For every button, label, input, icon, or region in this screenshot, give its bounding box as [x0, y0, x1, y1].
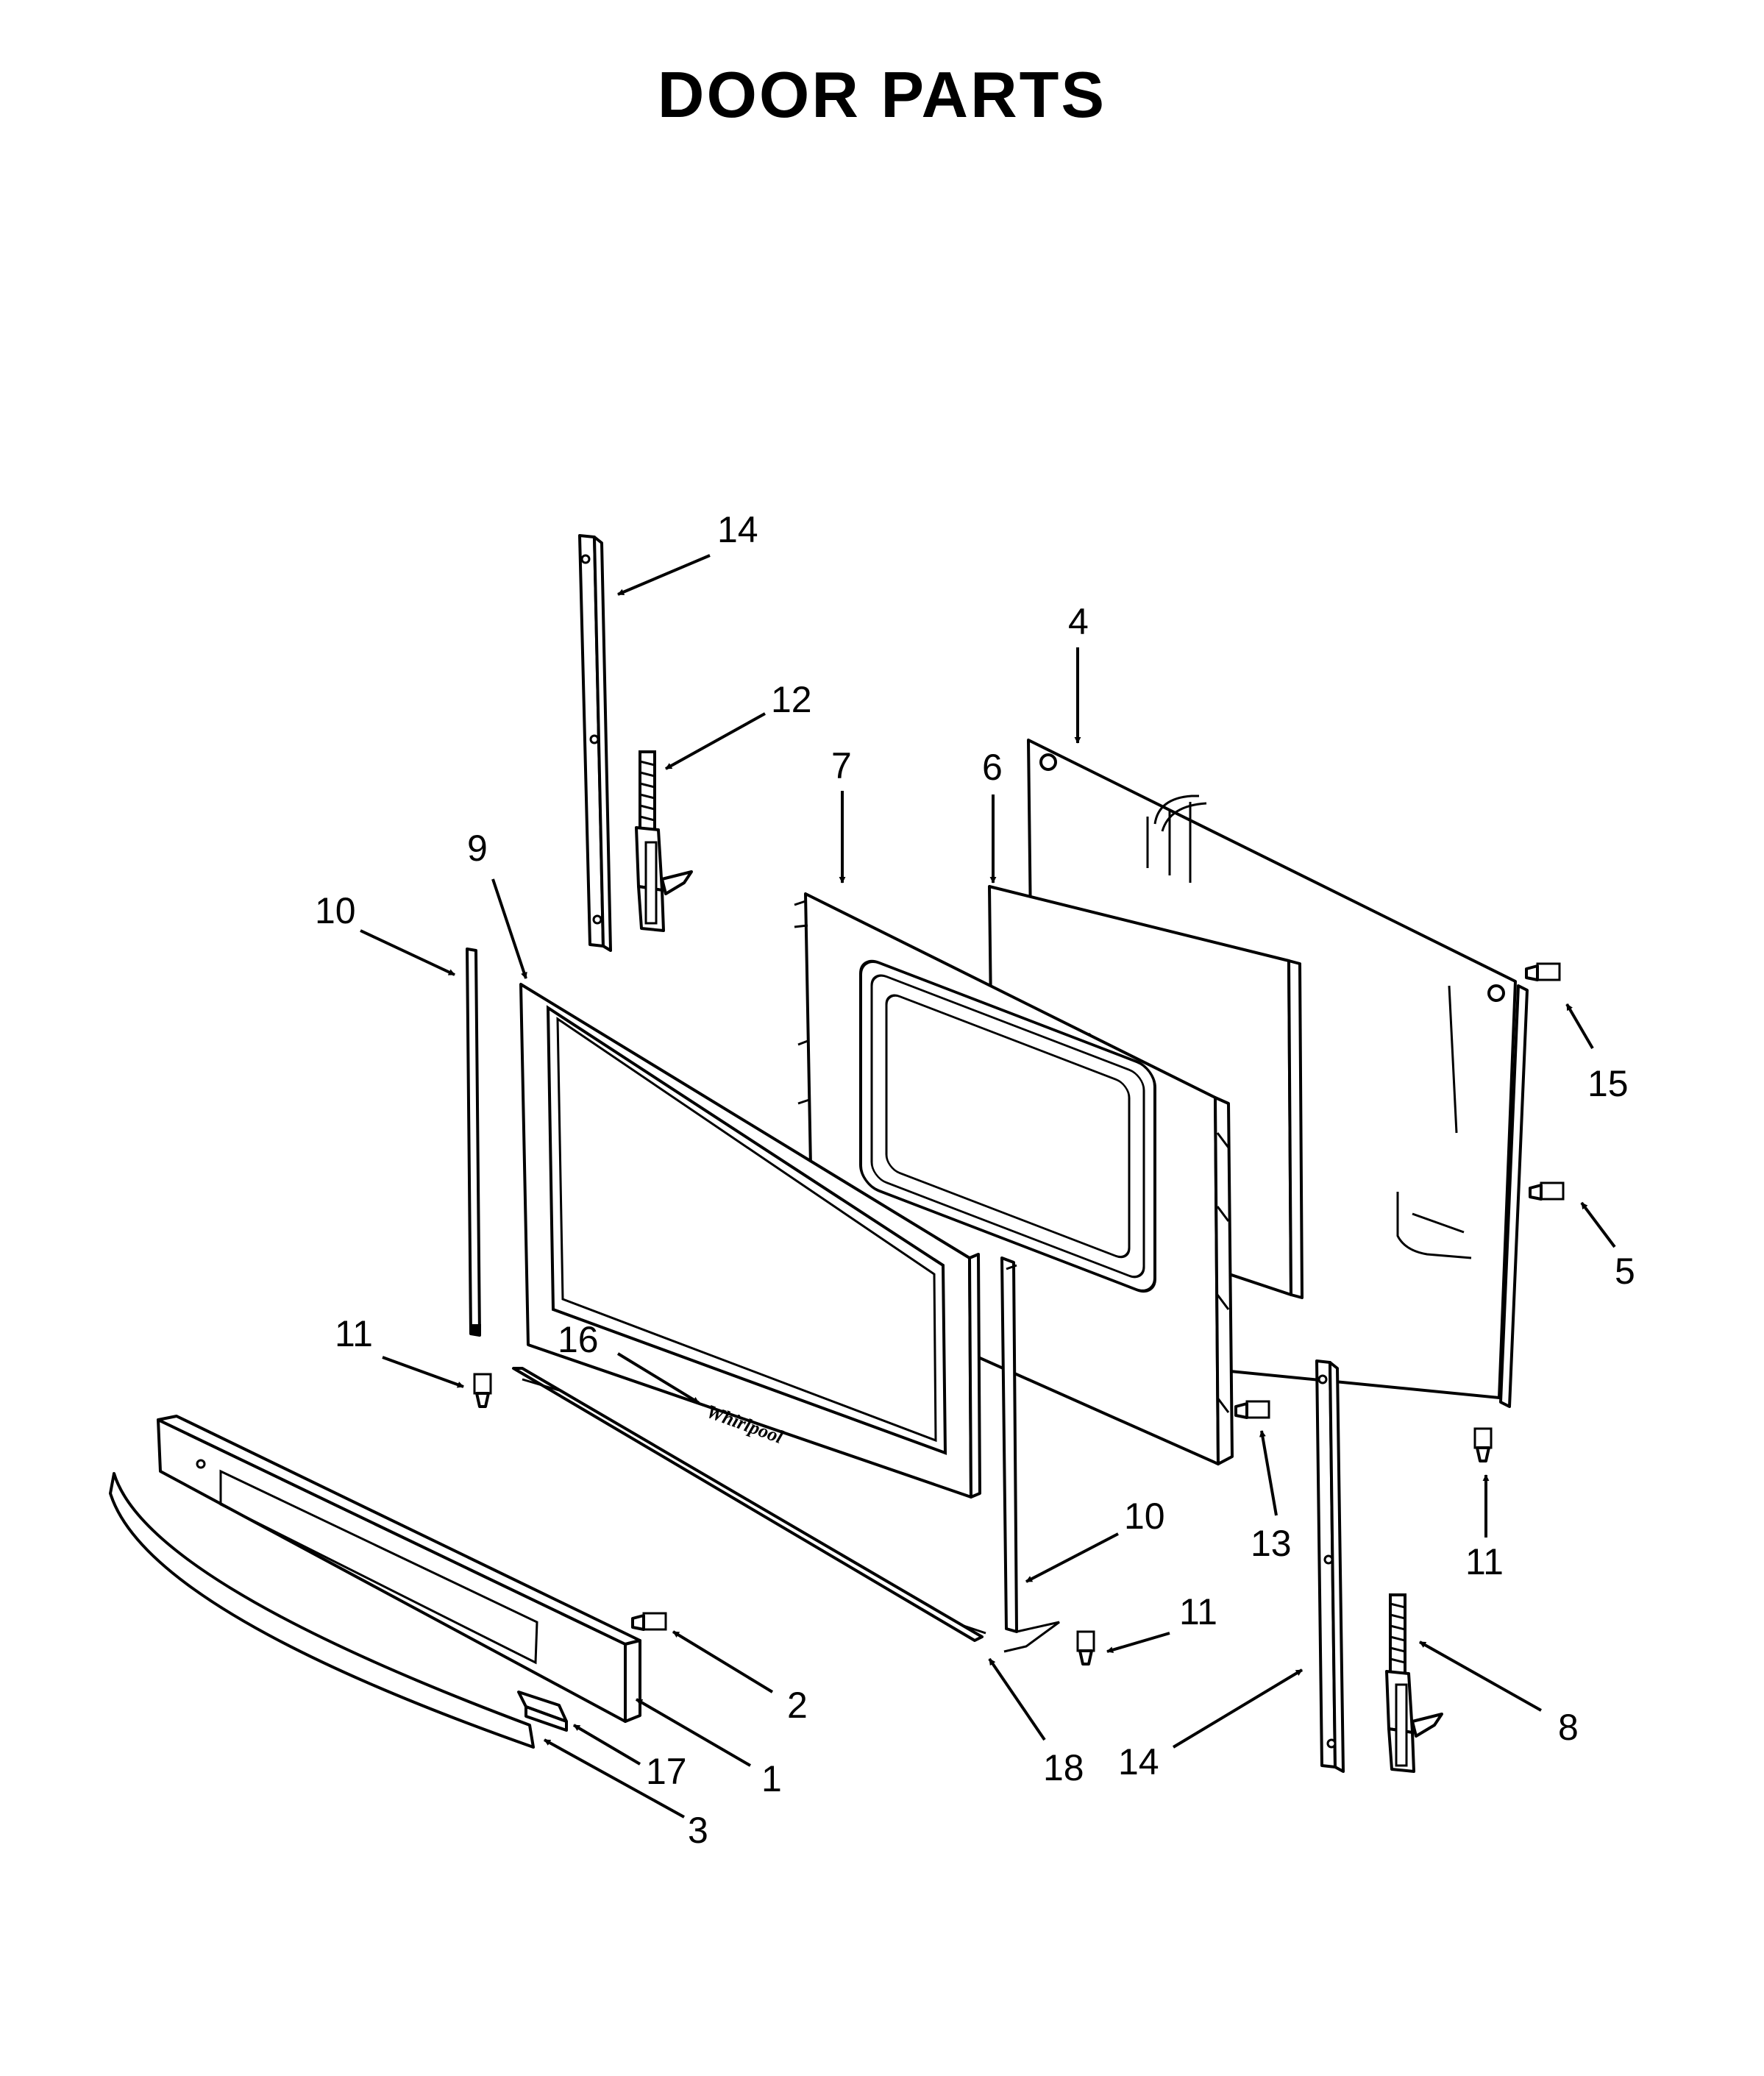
page-title: DOOR PARTS: [657, 58, 1107, 131]
callout-11-bottom: 11: [1179, 1591, 1217, 1632]
callout-2: 2: [787, 1685, 808, 1726]
callout-17: 17: [646, 1751, 687, 1792]
right-hinge-receptacle: [1315, 1359, 1345, 1773]
callout-12: 12: [771, 679, 812, 720]
screw-part-13: [1234, 1400, 1270, 1419]
door-handle: [109, 1472, 535, 1749]
screw-part-5: [1529, 1181, 1565, 1201]
screw-part-15: [1525, 962, 1561, 981]
screw-part-11-bottom: [1076, 1630, 1095, 1666]
callout-8: 8: [1558, 1707, 1579, 1748]
callout-11-right: 11: [1465, 1541, 1504, 1582]
callout-11-left: 11: [335, 1313, 373, 1354]
left-door-seal: [466, 948, 481, 1337]
callout-15: 15: [1587, 1063, 1629, 1104]
callout-14-top: 14: [717, 509, 758, 550]
callout-5: 5: [1615, 1251, 1635, 1292]
handle-end-cap: [517, 1691, 568, 1732]
screw-part-11-left: [473, 1373, 492, 1408]
screw-part-2: [631, 1612, 667, 1631]
front-door-panel: Whirlpool: [519, 983, 981, 1499]
callout-6: 6: [982, 747, 1003, 788]
callout-16: 16: [558, 1319, 599, 1360]
callout-13: 13: [1251, 1523, 1292, 1564]
handle-bracket-rail: [512, 1367, 986, 1642]
callout-10-left: 10: [315, 890, 356, 931]
leader-lines: [360, 554, 1616, 1819]
right-door-seal: [1000, 1256, 1060, 1653]
callout-1: 1: [761, 1758, 782, 1799]
screw-part-11-right: [1473, 1427, 1493, 1462]
right-hinge: [1385, 1593, 1443, 1773]
callout-7: 7: [831, 745, 852, 786]
callout-4: 4: [1068, 601, 1089, 642]
left-hinge-receptacle: [578, 534, 612, 952]
callout-3: 3: [688, 1810, 708, 1851]
callout-14-bottom: 14: [1118, 1741, 1159, 1782]
callout-10-right: 10: [1124, 1496, 1165, 1537]
left-hinge: [635, 750, 693, 932]
callout-9: 9: [467, 828, 488, 869]
callout-labels: 14 12 4 7 6 9 10 15 5 11 16 13 11 10 11 …: [315, 509, 1635, 1851]
callout-18: 18: [1043, 1747, 1084, 1788]
